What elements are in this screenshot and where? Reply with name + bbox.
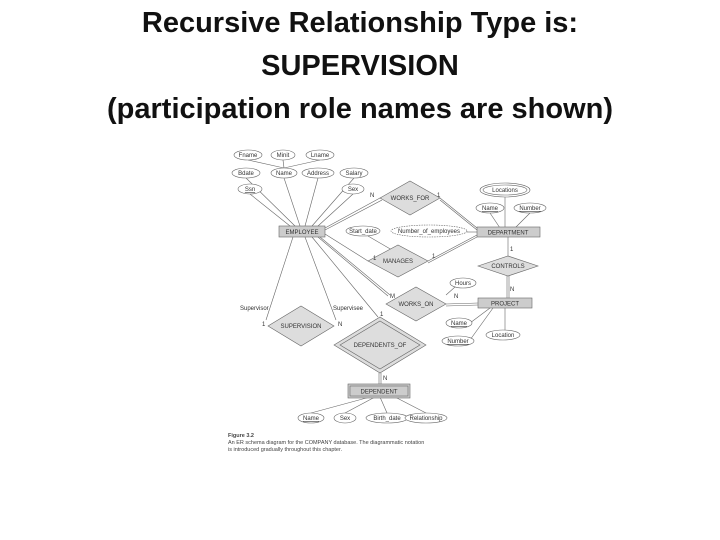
card-manages-1b: 1 xyxy=(432,254,436,260)
svg-text:DEPENDENT: DEPENDENT xyxy=(360,390,397,396)
svg-text:Fname: Fname xyxy=(239,153,258,159)
attr-locations: Locations xyxy=(479,182,531,198)
attr-dep-sex: Sex xyxy=(333,412,357,424)
attr-dept-number: Number xyxy=(513,202,547,214)
figure-label: Figure 3.2 xyxy=(228,433,254,439)
svg-text:Hours: Hours xyxy=(455,281,471,287)
attr-number-of-employees: Number_of_employees xyxy=(390,224,468,238)
svg-text:Number: Number xyxy=(519,206,540,212)
slide-title-line-2: SUPERVISION xyxy=(261,50,459,82)
attr-name: Name xyxy=(270,167,298,179)
attr-location: Location xyxy=(485,329,521,341)
entity-employee: EMPLOYEE xyxy=(278,225,326,238)
attr-birth-date: Birth_date xyxy=(365,412,409,424)
svg-text:DEPARTMENT: DEPARTMENT xyxy=(488,231,529,237)
svg-text:Lname: Lname xyxy=(311,153,330,159)
attr-proj-number: Number xyxy=(441,335,475,347)
card-controls-1: 1 xyxy=(510,247,514,253)
card-works-on-m: M xyxy=(390,294,395,300)
relationship-manages: MANAGES xyxy=(367,244,429,278)
attr-salary: Salary xyxy=(339,167,369,179)
slide-title-line-3: (participation role names are shown) xyxy=(107,93,613,125)
svg-text:PROJECT: PROJECT xyxy=(491,302,519,308)
svg-text:Number_of_employees: Number_of_employees xyxy=(398,229,460,235)
attr-sex: Sex xyxy=(341,183,365,195)
entity-department: DEPARTMENT xyxy=(476,226,541,238)
entity-project: PROJECT xyxy=(477,297,533,309)
attr-hours: Hours xyxy=(449,277,477,289)
figure-caption-line-2: is introduced gradually throughout this … xyxy=(228,447,343,453)
role-supervisee: Supervisee xyxy=(333,306,364,312)
card-supervision-1: 1 xyxy=(262,322,266,328)
slide-title-line-1: Recursive Relationship Type is: xyxy=(141,7,579,39)
role-supervisor: Supervisor xyxy=(240,306,269,312)
svg-text:WORKS_FOR: WORKS_FOR xyxy=(391,196,430,202)
attr-fname: Fname xyxy=(233,149,263,161)
svg-text:Name: Name xyxy=(303,416,320,422)
svg-text:Name: Name xyxy=(276,171,293,177)
relationship-controls: CONTROLS xyxy=(477,255,539,277)
svg-text:Ssn: Ssn xyxy=(245,187,255,193)
svg-text:CONTROLS: CONTROLS xyxy=(491,264,524,270)
svg-text:Start_date: Start_date xyxy=(349,229,377,235)
attr-address: Address xyxy=(301,167,335,179)
card-manages-1a: 1 xyxy=(373,256,377,262)
card-works-for-n: N xyxy=(370,193,374,199)
figure-caption-line-1: An ER schema diagram for the COMPANY dat… xyxy=(228,440,424,446)
relationship-supervision: SUPERVISION xyxy=(267,305,335,347)
relationship-works-on: WORKS_ON xyxy=(385,286,447,322)
attr-dep-name: Name xyxy=(297,412,325,424)
attr-dept-name: Name xyxy=(475,202,505,214)
attr-relationship: Relationship xyxy=(404,412,448,424)
attr-ssn: Ssn xyxy=(237,183,263,195)
svg-text:Relationship: Relationship xyxy=(409,416,443,422)
attr-start-date: Start_date xyxy=(345,225,381,237)
attr-minit: Minit xyxy=(270,149,296,161)
svg-text:Number: Number xyxy=(447,339,468,345)
entity-dependent: DEPENDENT xyxy=(347,383,411,399)
svg-text:Bdate: Bdate xyxy=(238,171,254,177)
svg-text:Sex: Sex xyxy=(348,187,358,193)
svg-text:Name: Name xyxy=(482,206,499,212)
svg-text:EMPLOYEE: EMPLOYEE xyxy=(285,230,318,236)
relationship-works-for: WORKS_FOR xyxy=(379,180,441,216)
attr-lname: Lname xyxy=(305,149,335,161)
relationship-dependents-of: DEPENDENTS_OF xyxy=(333,316,427,374)
svg-text:DEPENDENTS_OF: DEPENDENTS_OF xyxy=(354,343,407,349)
connector-lines xyxy=(245,159,531,414)
card-controls-n: N xyxy=(510,287,514,293)
svg-text:Minit: Minit xyxy=(277,153,290,159)
svg-text:SUPERVISION: SUPERVISION xyxy=(281,324,322,330)
svg-text:MANAGES: MANAGES xyxy=(383,259,413,265)
attr-proj-name: Name xyxy=(445,317,473,329)
svg-text:Location: Location xyxy=(492,333,515,339)
card-dependents-of-n: N xyxy=(383,376,387,382)
svg-text:Name: Name xyxy=(451,321,468,327)
attr-bdate: Bdate xyxy=(231,167,261,179)
svg-text:Address: Address xyxy=(307,171,329,177)
svg-text:WORKS_ON: WORKS_ON xyxy=(398,302,433,308)
svg-text:Locations: Locations xyxy=(492,188,518,194)
svg-text:Birth_date: Birth_date xyxy=(373,416,401,422)
card-works-on-n: N xyxy=(454,294,458,300)
card-supervision-n: N xyxy=(338,322,342,328)
card-dependents-of-1: 1 xyxy=(380,312,384,318)
svg-text:Sex: Sex xyxy=(340,416,350,422)
svg-text:Salary: Salary xyxy=(345,171,362,177)
card-works-for-1: 1 xyxy=(437,193,441,199)
